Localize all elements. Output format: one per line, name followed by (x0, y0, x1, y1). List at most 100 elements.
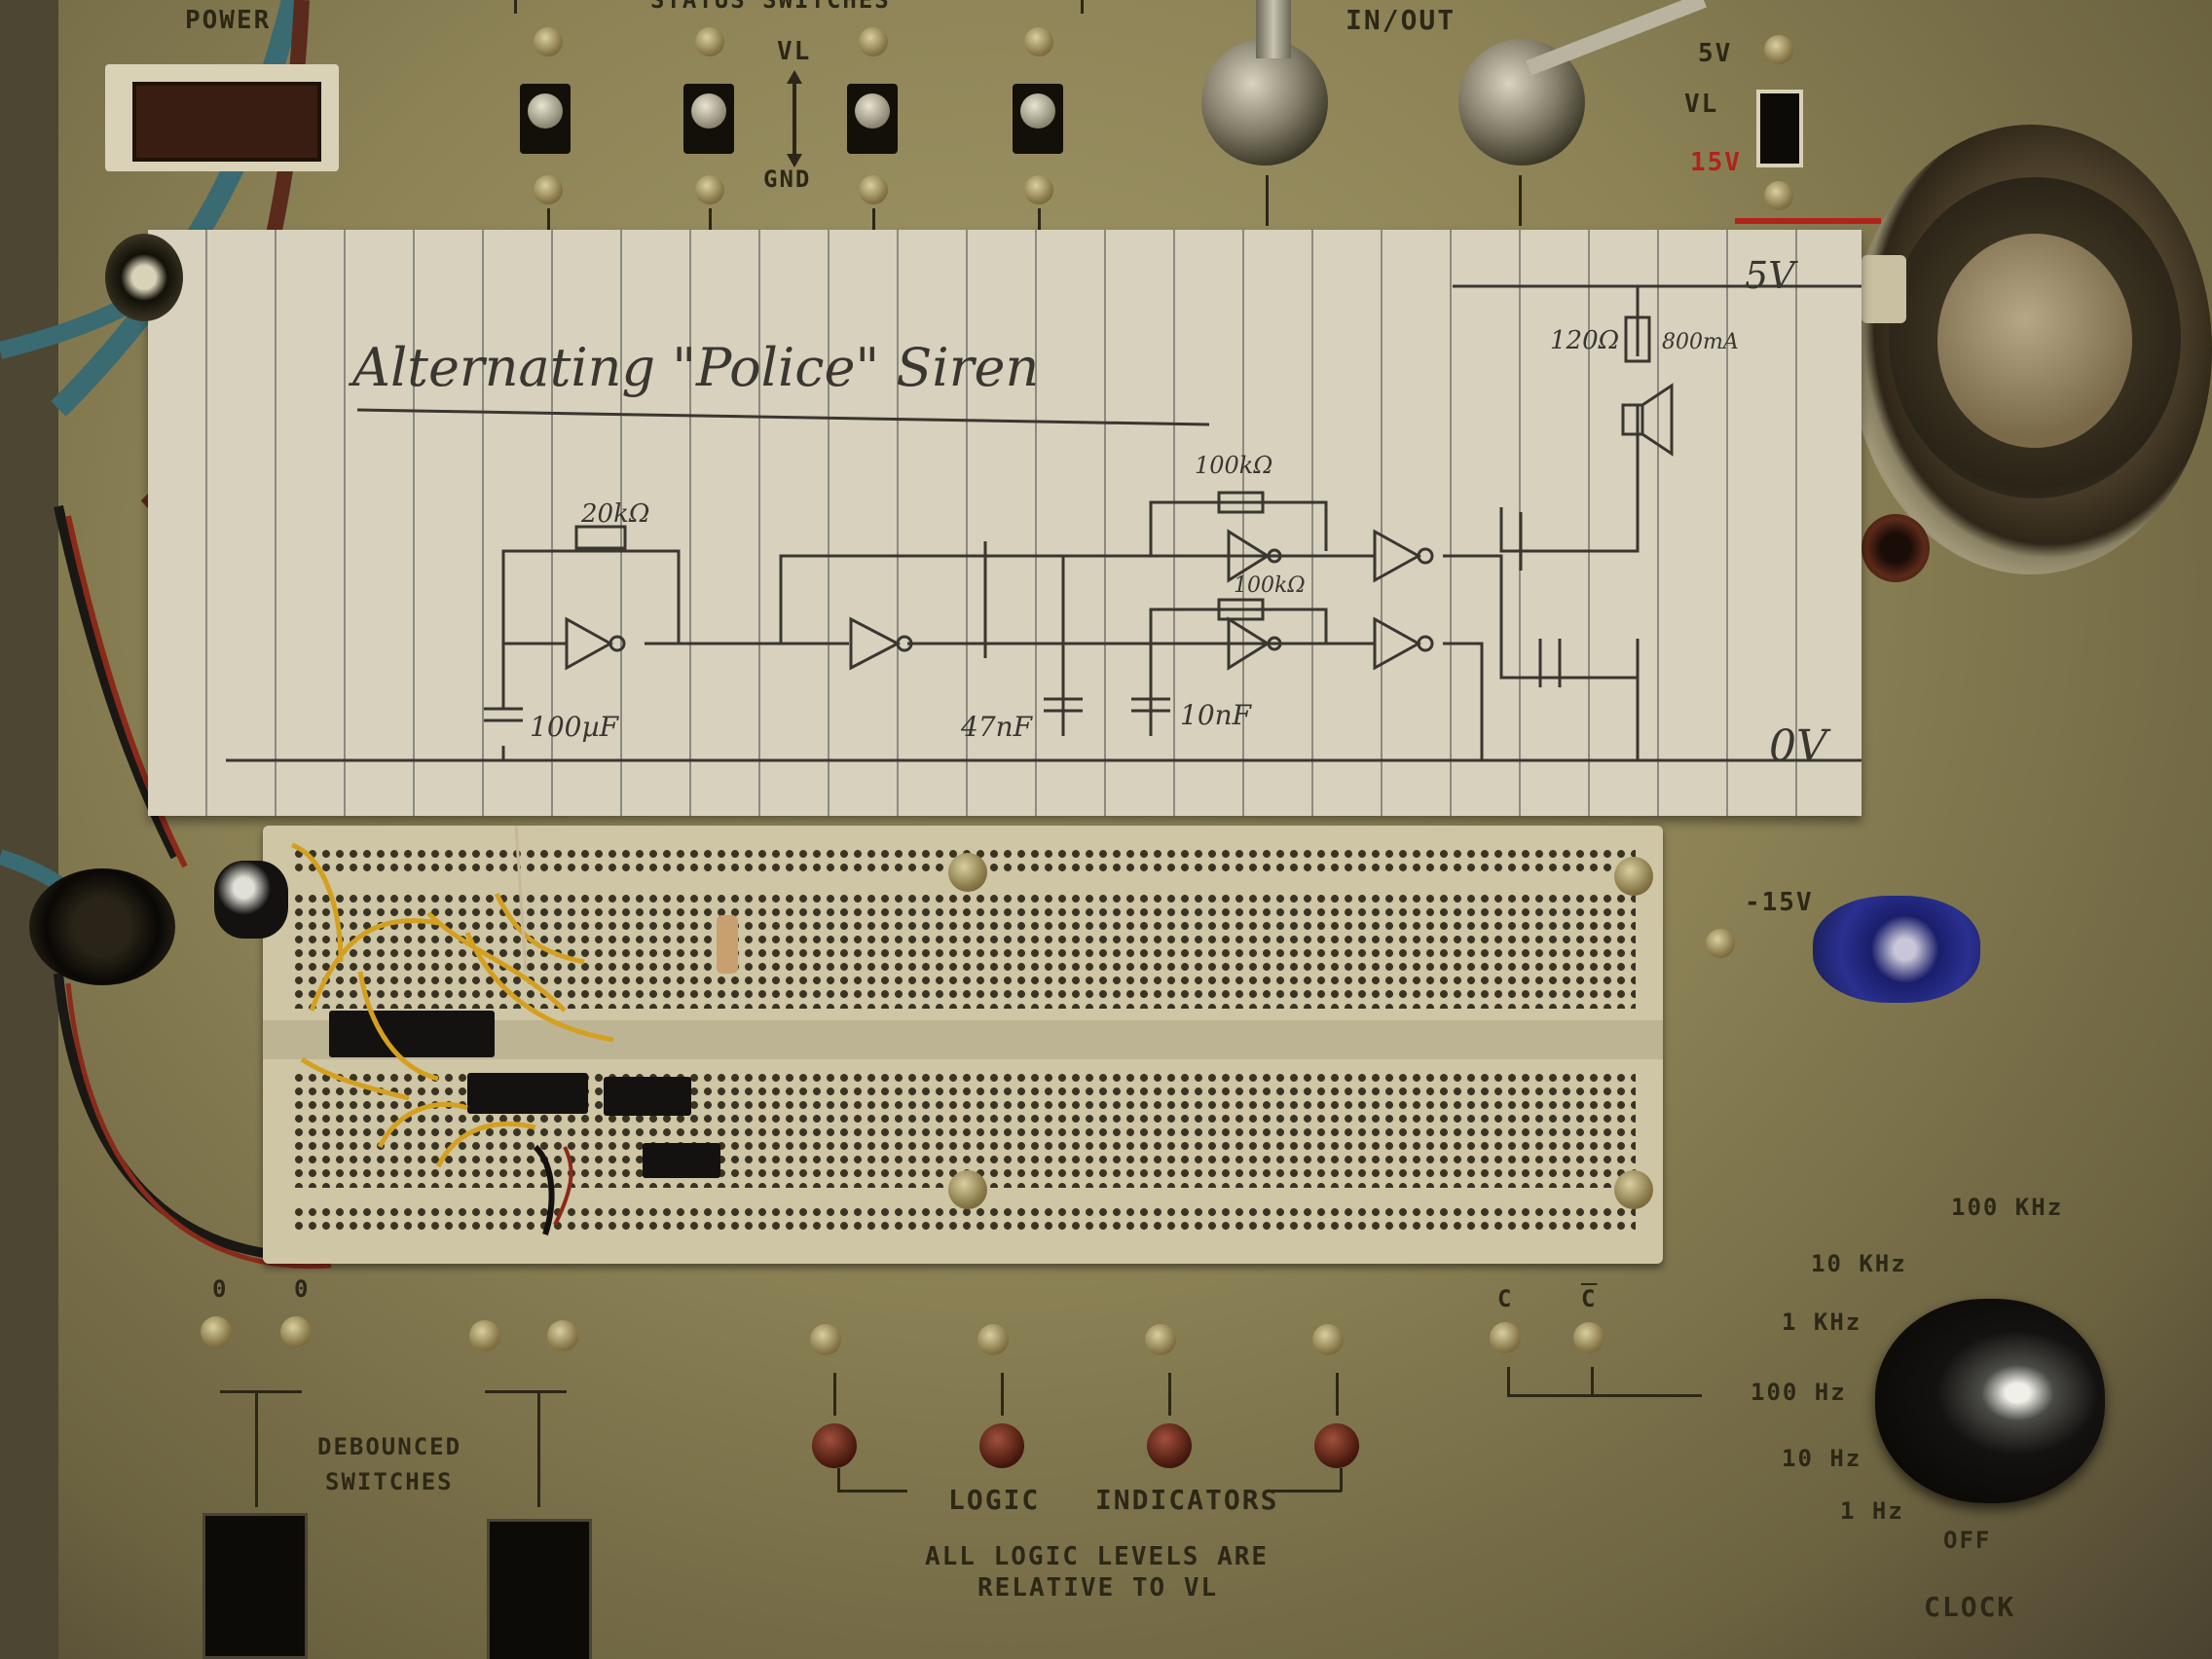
status-switch-4[interactable] (1013, 84, 1063, 154)
status-switch-4-top-jack[interactable] (1024, 27, 1053, 56)
logic-led-2 (979, 1423, 1024, 1468)
supply-5v-jack[interactable] (1764, 35, 1793, 64)
clock-pos-off: OFF (1943, 1527, 1992, 1554)
clock-label: CLOCK (1924, 1591, 2016, 1623)
label-r1: 20kΩ (580, 499, 649, 529)
logic-bracket-left-v (837, 1468, 840, 1492)
logic-input-4-jack[interactable] (1312, 1324, 1344, 1355)
logic-bracket-left (837, 1490, 907, 1493)
debounced-label: DEBOUNCED (317, 1433, 462, 1460)
ic-chip-1 (329, 1011, 495, 1057)
clock-pos-1khz: 1 KHz (1782, 1309, 1862, 1336)
status-switch-1-tick (547, 208, 550, 230)
note-line-2: RELATIVE TO VL (977, 1573, 1219, 1603)
label-r4: 120Ω (1550, 326, 1619, 355)
clock-c-label: C (1497, 1285, 1514, 1312)
logic-indicators-label: LOGIC INDICATORS (948, 1484, 1279, 1516)
minus-15v-jack[interactable] (1706, 929, 1735, 958)
logic-3-tick (1168, 1373, 1171, 1416)
status-switch-4-bottom-jack[interactable] (1024, 175, 1053, 204)
status-switch-2[interactable] (683, 84, 734, 154)
bnc-cable-2 (1526, 0, 1707, 76)
clock-dial-knob[interactable] (1875, 1299, 2105, 1503)
power-switch-rocker (132, 82, 321, 162)
paper-ruled-lines (205, 230, 1797, 816)
status-switch-2-bottom-jack[interactable] (695, 175, 724, 204)
logic-input-1-jack[interactable] (810, 1324, 841, 1355)
breadboard-screw-3 (948, 1170, 987, 1209)
debounce-b-bracket (485, 1390, 567, 1393)
status-switch-1[interactable] (520, 84, 571, 154)
status-switch-3-tick (872, 208, 875, 230)
logic-2-tick (1001, 1373, 1004, 1416)
supply-red-line (1735, 218, 1881, 224)
rail-top-label: 5V (1745, 254, 1798, 297)
debounce-a-1-jack[interactable] (280, 1316, 312, 1347)
logic-input-3-jack[interactable] (1145, 1324, 1176, 1355)
logic-led-1 (812, 1423, 857, 1468)
supply-vl-jack[interactable] (1764, 181, 1793, 210)
ic-chip-3 (604, 1077, 691, 1116)
status-switch-3-bottom-jack[interactable] (859, 175, 888, 204)
logic-input-2-jack[interactable] (977, 1324, 1009, 1355)
debounce-b-0-jack[interactable] (469, 1320, 500, 1351)
supply-vl-label: VL (1684, 90, 1719, 119)
rail-bottom-label: 0V (1769, 721, 1831, 771)
status-switch-3[interactable] (847, 84, 898, 154)
clock-c-bar-jack[interactable] (1573, 1322, 1604, 1353)
status-switch-1-top-jack[interactable] (534, 27, 563, 56)
label-r4b: 800mA (1662, 330, 1739, 354)
status-switch-1-bottom-jack[interactable] (534, 175, 563, 204)
debounce-b-stem (537, 1390, 540, 1507)
bnc-1-tick (1266, 175, 1269, 226)
breadboard-screw-4 (1614, 1170, 1653, 1209)
speaker-jack[interactable] (1862, 514, 1930, 582)
debounce-a-0-jack[interactable] (201, 1316, 232, 1347)
ic-chip-2 (467, 1073, 588, 1114)
clock-output-bracket (1507, 1394, 1702, 1397)
speaker-terminal (1862, 255, 1906, 323)
left-binding-post[interactable] (105, 234, 183, 321)
vl-gnd-arrow (787, 70, 802, 167)
status-switches-label: STATUS SWITCHES (650, 0, 891, 14)
left-black-jack[interactable] (29, 868, 175, 985)
logic-4-tick (1336, 1373, 1339, 1416)
clock-output-bracket-left (1507, 1367, 1510, 1396)
breadboard-upper-grid (292, 892, 1636, 1009)
clock-c-jack[interactable] (1490, 1322, 1521, 1353)
schematic-title: Alternating "Police" Siren (348, 337, 1039, 398)
gnd-label: GND (763, 166, 812, 193)
label-c2: 47nF (960, 711, 1034, 743)
breadboard-screw-2 (1614, 857, 1653, 896)
label-c3: 10nF (1180, 699, 1253, 731)
schematic-components (484, 315, 1674, 722)
power-switch[interactable] (105, 64, 339, 171)
debounce-switch-b[interactable] (487, 1519, 592, 1659)
jumper-wires (291, 825, 614, 1235)
supply-selector-switch[interactable] (1756, 90, 1803, 167)
status-switch-2-top-jack[interactable] (695, 27, 724, 56)
logic-bracket-right-v (1340, 1468, 1343, 1492)
note-line-1: ALL LOGIC LEVELS ARE (925, 1542, 1270, 1571)
debounce-a-1-label: 0 (294, 1275, 311, 1303)
debounce-a-bracket (220, 1390, 302, 1393)
clock-output-bracket-mid (1591, 1367, 1594, 1396)
bnc-connector-1[interactable] (1201, 39, 1328, 166)
status-switch-2-tick (709, 208, 712, 230)
logic-bracket-right (1272, 1490, 1342, 1493)
clock-c-bar-label: C (1581, 1285, 1598, 1312)
supply-15v-label: 15V (1690, 148, 1742, 177)
label-c1: 100µF (530, 711, 620, 743)
breadboard (214, 825, 1663, 1264)
status-switch-3-top-jack[interactable] (859, 27, 888, 56)
status-bracket-right (1081, 0, 1084, 14)
clock-pos-10khz: 10 KHz (1811, 1250, 1907, 1277)
clock-pos-10hz: 10 Hz (1782, 1445, 1862, 1472)
debounce-switch-a[interactable] (203, 1513, 308, 1659)
logic-led-3 (1147, 1423, 1192, 1468)
switches-label: SWITCHES (325, 1468, 454, 1495)
bnc-cable-1 (1256, 0, 1291, 58)
debounce-b-1-jack[interactable] (547, 1320, 578, 1351)
minus-15v-binding-post[interactable] (1813, 896, 1980, 1003)
